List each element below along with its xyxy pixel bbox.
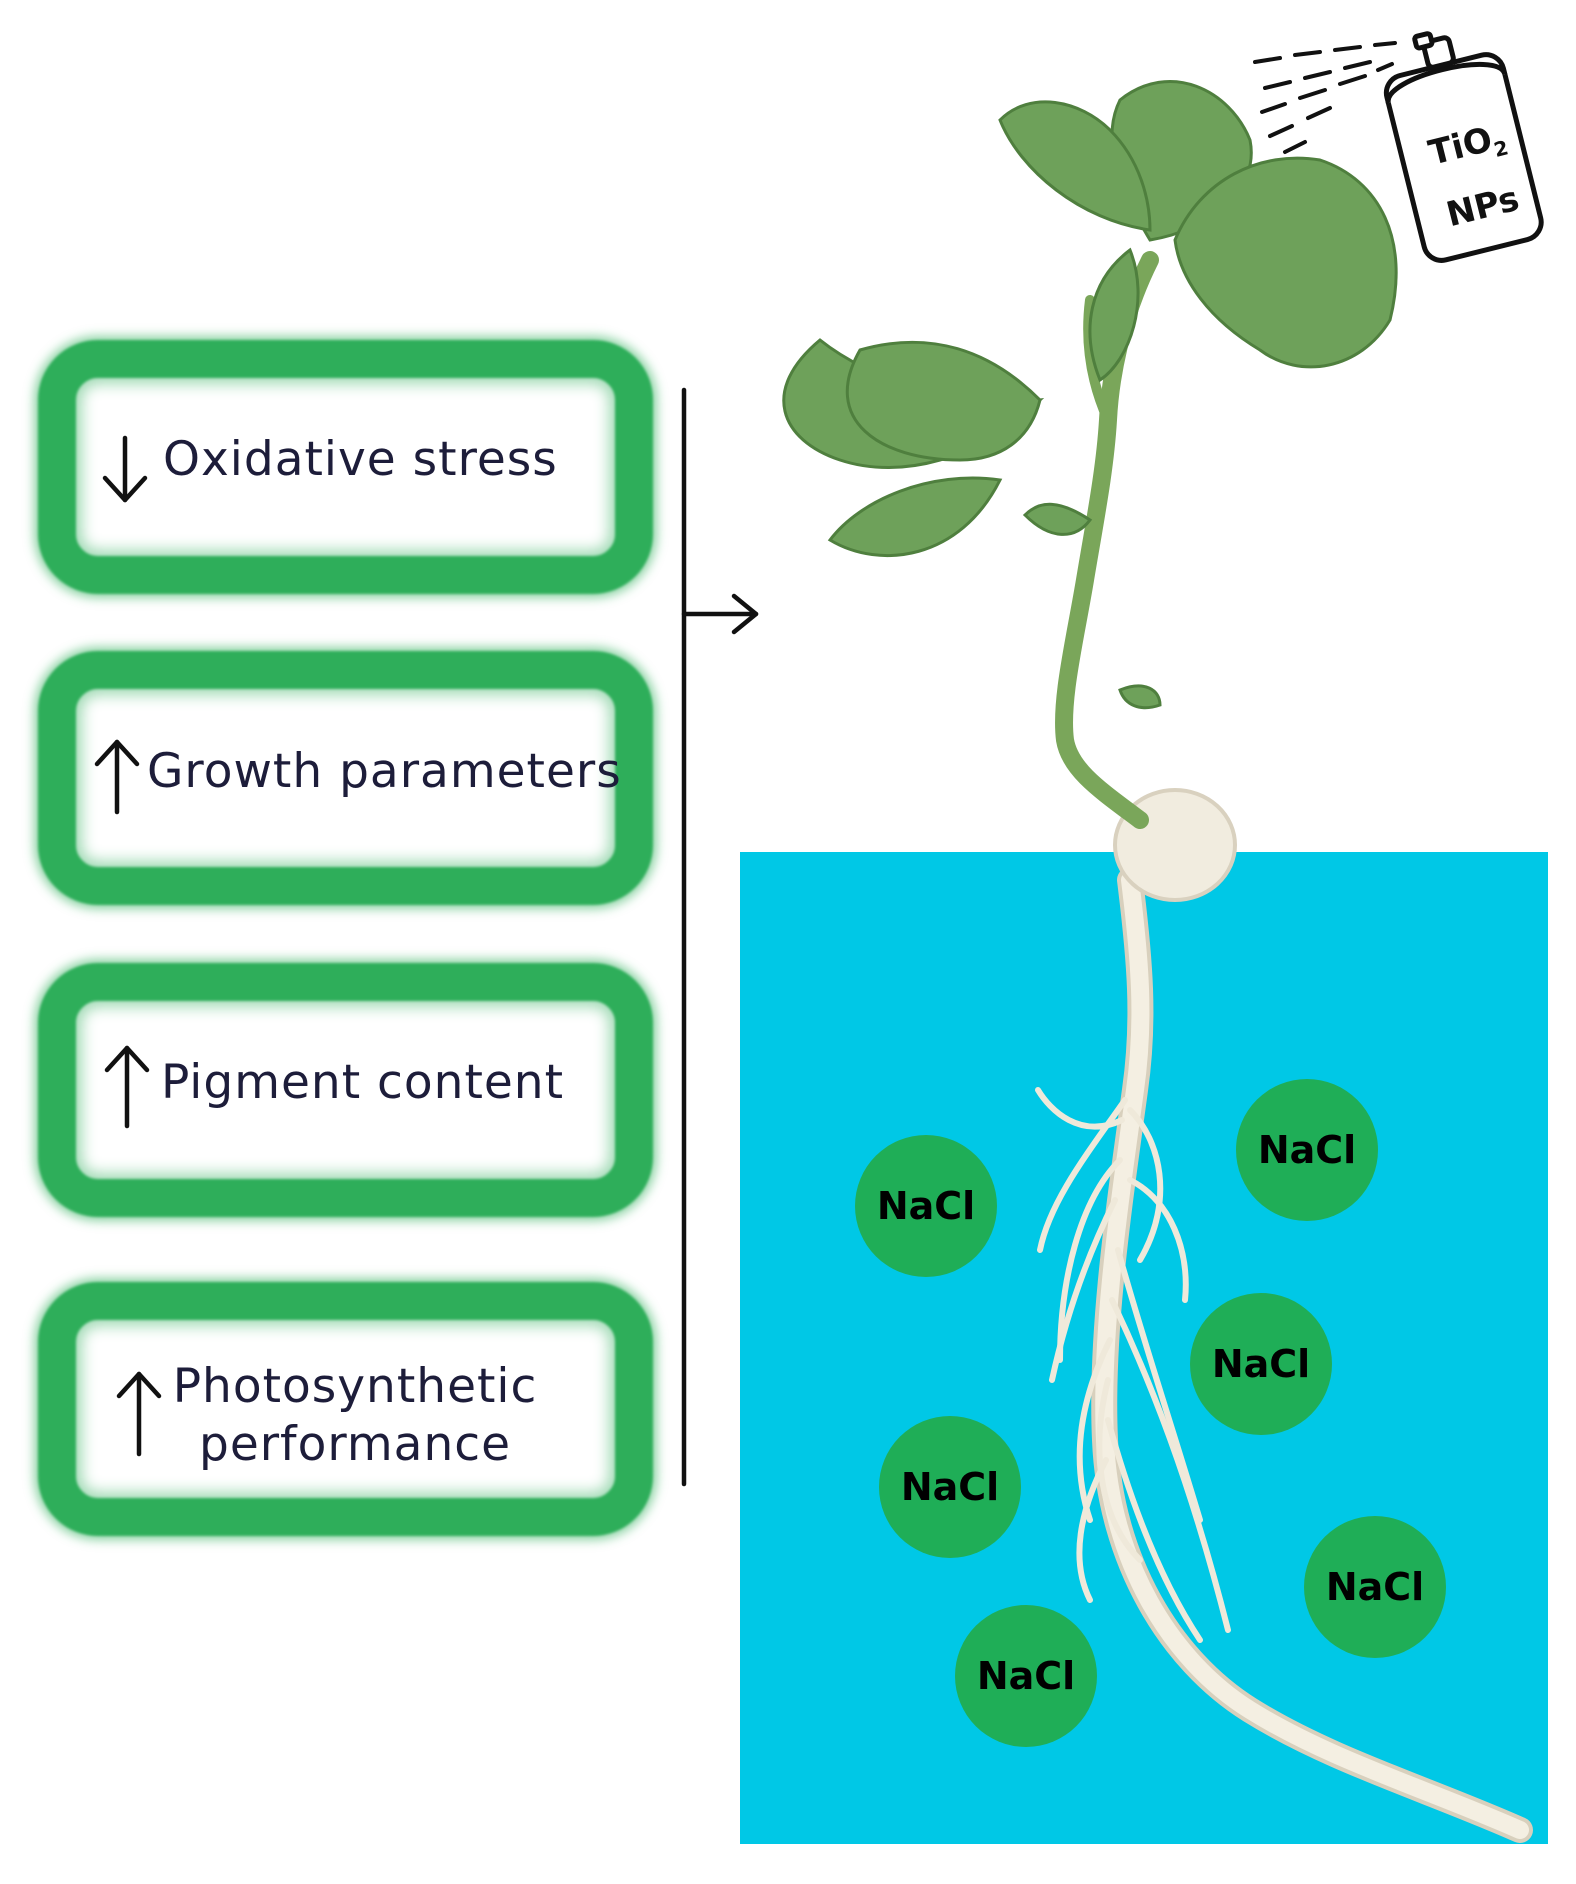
nacl-circle: NaCl bbox=[855, 1135, 997, 1277]
leaf bbox=[1118, 684, 1162, 710]
up-arrow-icon bbox=[104, 1045, 150, 1129]
root-system bbox=[1035, 867, 1533, 1843]
leaf bbox=[998, 100, 1152, 232]
effect-label-pigment-content: Pigment content bbox=[161, 1055, 565, 1110]
spray-label-line1: TiO bbox=[1424, 119, 1497, 174]
leaf bbox=[846, 340, 1042, 462]
up-arrow-icon bbox=[94, 739, 140, 815]
nacl-circle: NaCl bbox=[879, 1416, 1021, 1558]
up-arrow-icon bbox=[116, 1371, 162, 1457]
spray-mist bbox=[1253, 41, 1397, 154]
spray-can-icon bbox=[1383, 31, 1544, 263]
nacl-circle: NaCl bbox=[955, 1605, 1097, 1747]
leaf bbox=[1173, 156, 1398, 369]
down-arrow-icon bbox=[102, 435, 148, 503]
stem bbox=[1055, 251, 1159, 829]
nacl-circle: NaCl bbox=[1236, 1079, 1378, 1221]
effect-label-photosynthetic-performance: Photosynthetic performance bbox=[170, 1358, 540, 1474]
effect-label-line1: Photosynthetic bbox=[172, 1359, 538, 1414]
leaf bbox=[1088, 247, 1140, 383]
nacl-circle: NaCl bbox=[1304, 1516, 1446, 1658]
nacl-circle: NaCl bbox=[1190, 1293, 1332, 1435]
leaf bbox=[1022, 502, 1093, 536]
effect-label-oxidative-stress: Oxidative stress bbox=[163, 432, 558, 487]
leaf bbox=[827, 476, 1003, 557]
effect-box-pigment-content bbox=[38, 963, 653, 1217]
effect-box-growth-parameters bbox=[38, 651, 653, 905]
right-arrow-icon bbox=[681, 593, 759, 635]
effect-label-line2: performance bbox=[198, 1417, 511, 1472]
leaves bbox=[782, 80, 1398, 710]
effect-label-growth-parameters: Growth parameters bbox=[147, 744, 622, 799]
effect-box-oxidative-stress bbox=[38, 340, 653, 594]
